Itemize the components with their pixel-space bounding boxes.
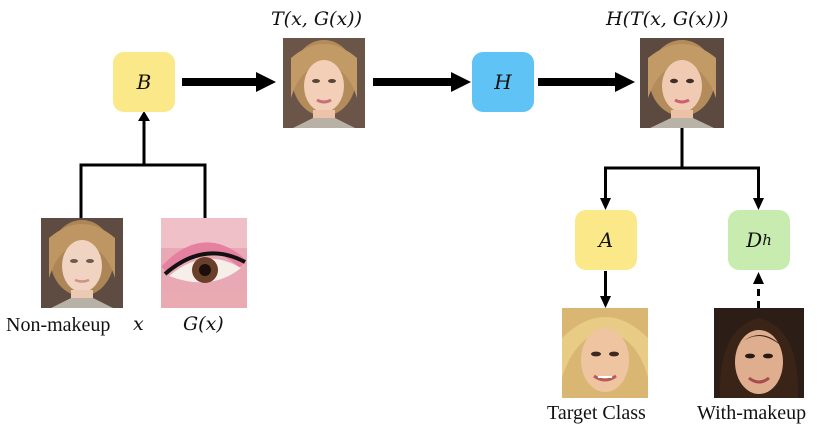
split-lines-from-output xyxy=(604,127,760,200)
box-b-label: B xyxy=(136,70,152,94)
face-adversarial-icon xyxy=(640,38,724,128)
box-dh-subscript: h xyxy=(762,231,772,249)
non-makeup-label: Non-makeup xyxy=(6,314,111,336)
arrow-b-to-t xyxy=(182,72,276,92)
face-source-icon xyxy=(41,218,123,308)
x-variable-label: x xyxy=(133,313,144,335)
face-target-icon xyxy=(562,308,648,398)
arrow-to-a xyxy=(600,198,611,210)
face-transferred-icon xyxy=(283,38,365,128)
box-b: B xyxy=(113,52,175,112)
face-reference-icon xyxy=(714,308,804,398)
eye-makeup-icon xyxy=(161,218,247,308)
g-of-x-label: G(x) xyxy=(183,313,224,335)
with-makeup-label: With-makeup xyxy=(697,402,807,424)
box-dh-label: D xyxy=(746,228,763,252)
arrow-h-to-output xyxy=(538,72,635,92)
arrow-to-dh xyxy=(753,198,764,210)
merge-lines-to-b xyxy=(79,120,207,218)
box-a-label: A xyxy=(598,228,614,252)
box-a: A xyxy=(575,210,637,270)
arrow-to-b xyxy=(138,111,150,121)
arrow-to-target xyxy=(600,296,611,308)
box-h-label: H xyxy=(494,70,512,94)
h-output-label: H(T(x, G(x))) xyxy=(606,8,729,30)
box-h: H xyxy=(472,52,534,112)
t-output-label: T(x, G(x)) xyxy=(271,8,363,30)
arrow-dashed-to-dh xyxy=(753,272,764,284)
arrow-t-to-h xyxy=(373,72,471,92)
target-class-label: Target Class xyxy=(547,402,646,424)
